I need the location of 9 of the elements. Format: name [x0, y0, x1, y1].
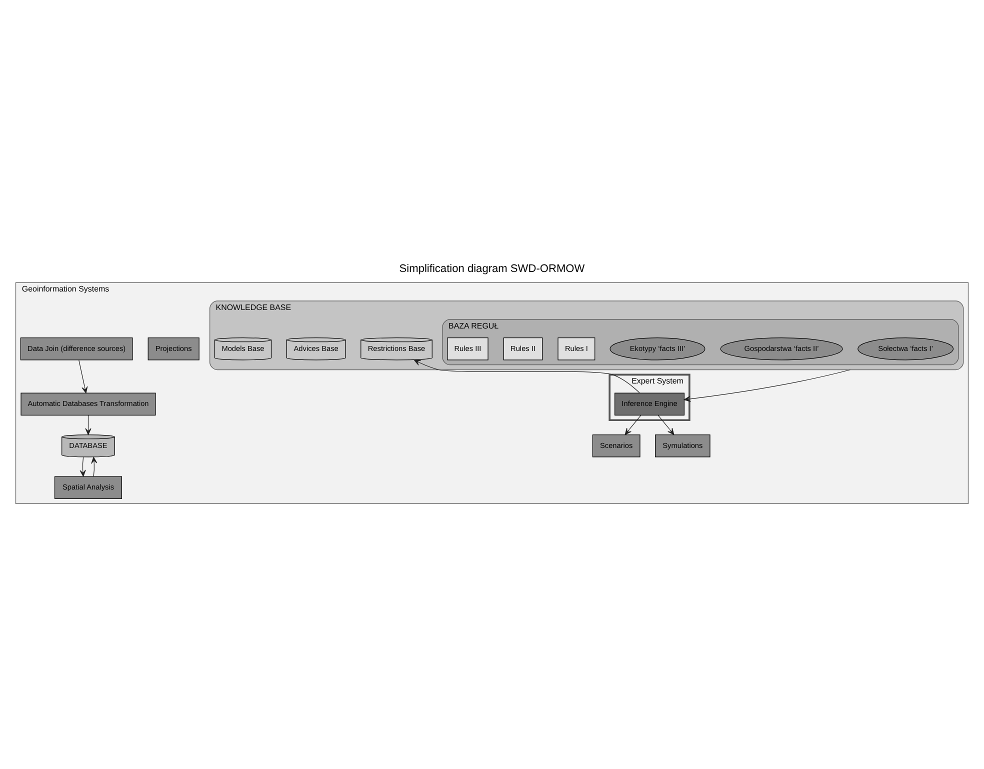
arrow	[78, 360, 88, 394]
arrow	[414, 360, 640, 394]
arrow	[85, 415, 92, 435]
arrow	[91, 456, 98, 477]
arrow	[658, 415, 674, 435]
arrow	[624, 415, 642, 435]
arrow	[80, 456, 86, 477]
diagram-title: Simplification diagram SWD-ORMOW	[399, 262, 585, 275]
arrow	[684, 369, 851, 402]
